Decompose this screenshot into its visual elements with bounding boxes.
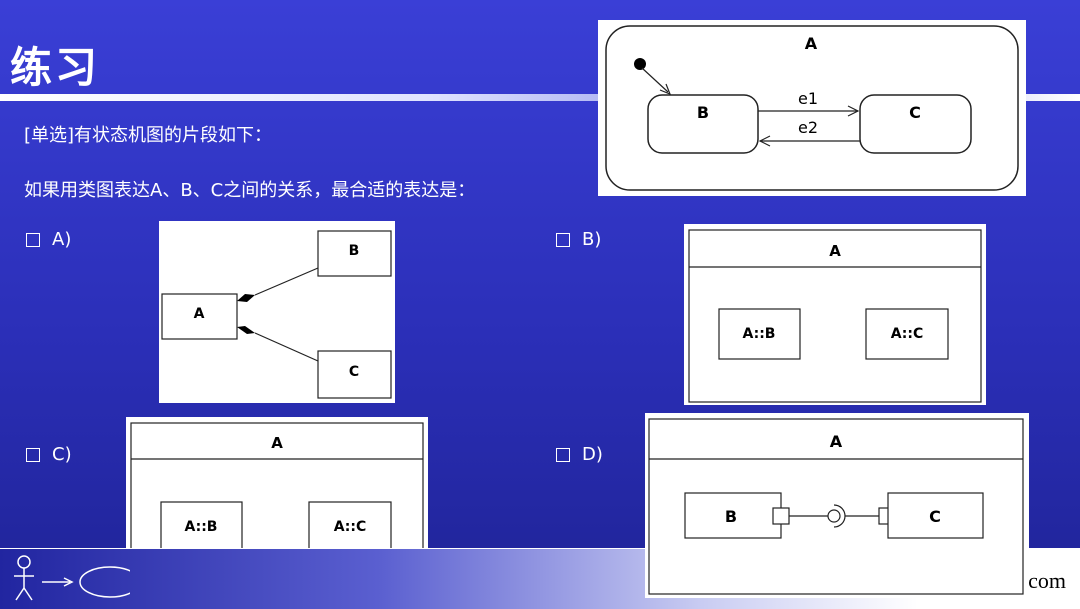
composition-line-c (254, 332, 319, 362)
part-c (887, 492, 984, 539)
outer-class-label: A (829, 242, 841, 260)
initial-arrowhead (659, 83, 672, 96)
state-b-label: B (697, 103, 709, 122)
option-c-checkbox[interactable] (26, 447, 40, 462)
nested-class-b (160, 501, 243, 553)
class-c-box (317, 350, 392, 399)
transition-e1-label: e1 (798, 89, 818, 108)
question-line-2: 如果用类图表达A、B、C之间的关系，最合适的表达是： (24, 180, 476, 201)
part-b (684, 492, 782, 539)
nested-class-b-label: A::B (185, 519, 218, 535)
initial-state (634, 58, 646, 70)
option-d-label: D) (582, 444, 603, 465)
initial-transition (641, 67, 669, 93)
required-interface-icon (833, 504, 846, 528)
option-d[interactable]: D) (556, 444, 603, 465)
transition-e2-label: e2 (798, 118, 818, 137)
outer-class-label: A (271, 434, 283, 452)
state-machine-diagram: A B C e1 e2 (598, 20, 1026, 196)
composition-line-b (254, 267, 319, 296)
option-c[interactable]: C) (26, 444, 72, 465)
class-b-box (317, 230, 392, 277)
outer-class-label: A (830, 432, 843, 451)
option-a-label: A) (52, 229, 72, 250)
nested-class-b-label: A::B (743, 326, 776, 342)
option-b-label: B) (582, 229, 602, 250)
use-case-logo-icon (14, 555, 130, 601)
nested-class-c-label: A::C (334, 519, 367, 535)
option-b-diagram: A A::B A::C (684, 224, 986, 405)
nested-class-b (718, 308, 801, 360)
state-c (859, 94, 972, 154)
option-a-diagram: A B C (159, 221, 395, 403)
nested-class-c-label: A::C (891, 326, 924, 342)
composition-diamond-c (237, 326, 255, 334)
footer-url: .com (1022, 568, 1066, 593)
title-underline (0, 94, 1080, 101)
provided-interface-icon (827, 509, 841, 523)
option-c-label: C) (52, 444, 72, 465)
option-d-checkbox[interactable] (556, 447, 570, 462)
port-b (772, 507, 790, 525)
nested-class-c (308, 501, 392, 553)
option-b[interactable]: B) (556, 229, 601, 250)
nested-class-c (865, 308, 949, 360)
class-a-label: A (194, 306, 205, 322)
part-c-label: C (929, 507, 941, 526)
composition-diamond-b (237, 294, 255, 302)
transition-e1-arrowhead (847, 105, 860, 117)
class-c-label: C (349, 364, 359, 380)
state-b (647, 94, 759, 154)
part-b-label: B (725, 507, 737, 526)
option-a-checkbox[interactable] (26, 232, 40, 247)
class-b-label: B (349, 243, 360, 259)
option-a[interactable]: A) (26, 229, 71, 250)
slide-title: 练习 (10, 43, 101, 92)
question-line-1: [单选]有状态机图的片段如下： (24, 125, 273, 146)
composite-state-label: A (805, 34, 818, 53)
state-c-label: C (909, 103, 921, 122)
class-a-box (161, 293, 238, 340)
option-b-checkbox[interactable] (556, 232, 570, 247)
option-d-diagram: A B C (645, 413, 1029, 598)
transition-e2-arrowhead (758, 135, 771, 147)
